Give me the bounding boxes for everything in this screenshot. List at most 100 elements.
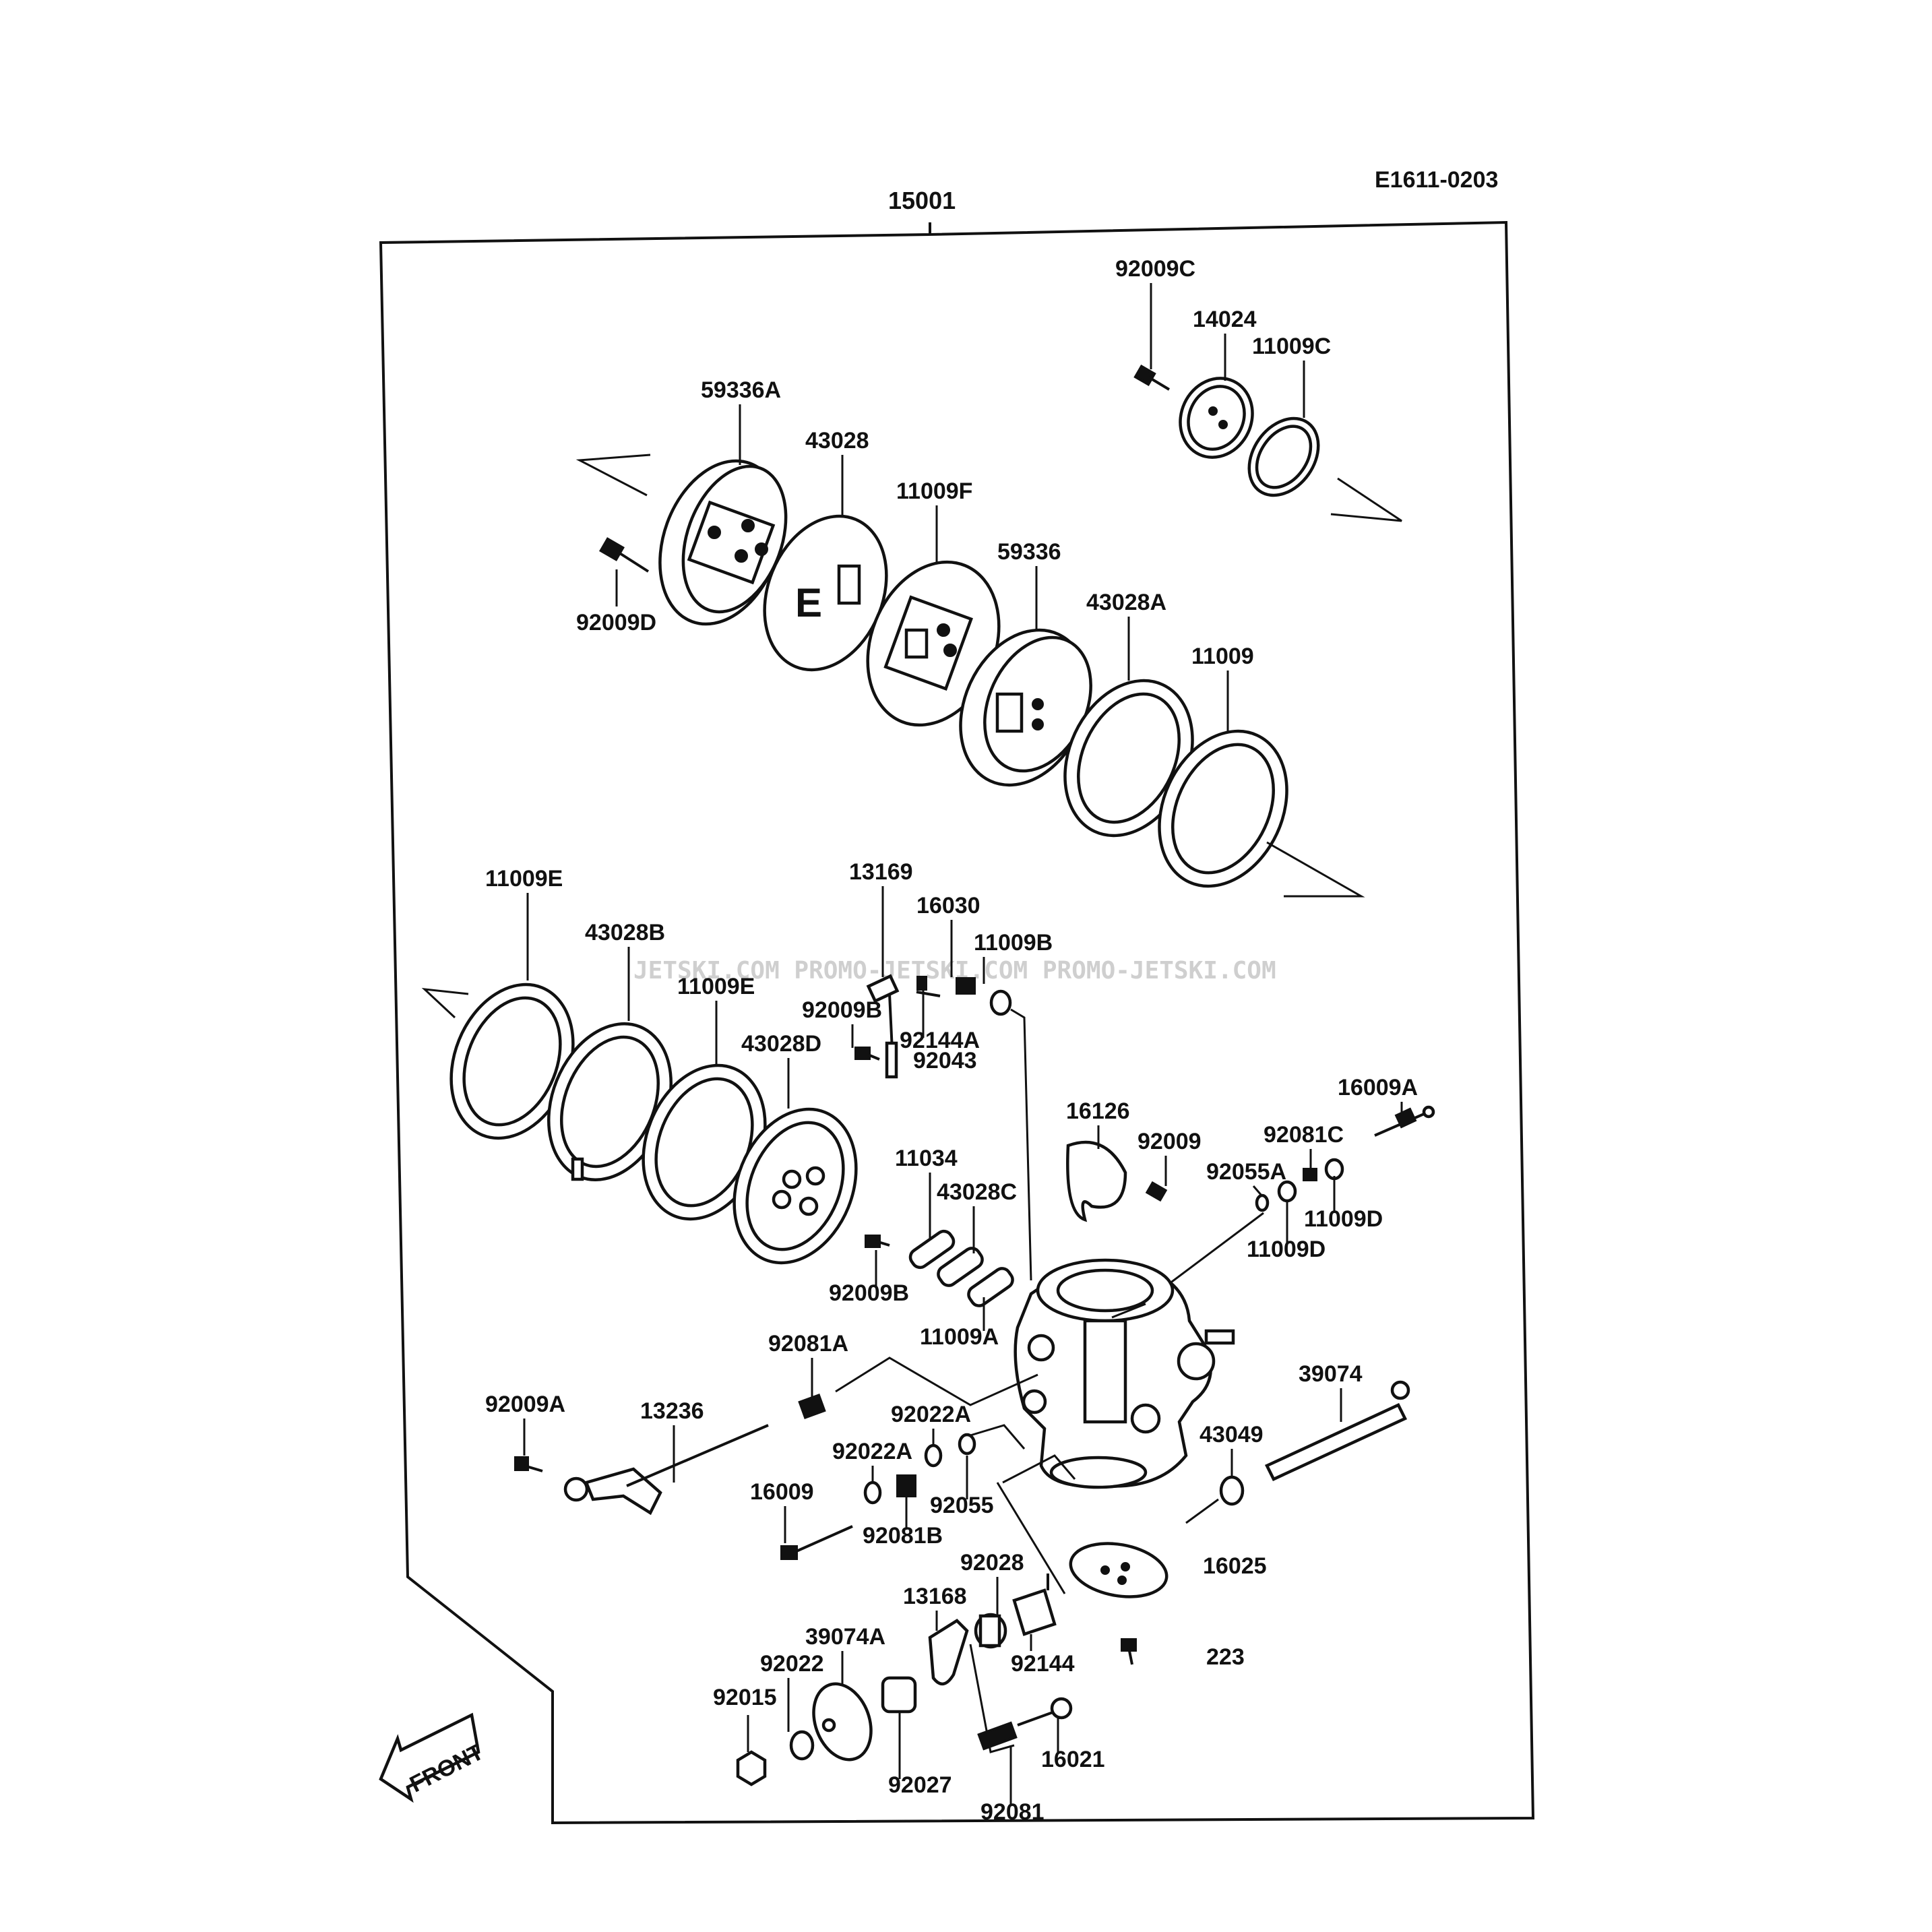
- part-callout-11009c: 11009C: [1252, 334, 1331, 418]
- part-label: 16021: [1041, 1747, 1105, 1772]
- shaft-39074: [1264, 1380, 1410, 1481]
- part-callout-59336: 59336: [997, 539, 1061, 630]
- guide-line: [421, 988, 469, 1019]
- watermark-text: JETSKI.COM PROMO-JETSKI.COM PROMO-JETSKI…: [633, 957, 1276, 985]
- part-callout-92081: 92081: [980, 1745, 1045, 1825]
- spring-92081: [977, 1721, 1018, 1751]
- part-callout-43028c: 43028C: [937, 1179, 1017, 1253]
- leader-line: [1111, 1303, 1146, 1319]
- part-callout-16025: 16025: [1203, 1553, 1267, 1579]
- part-label: 92043: [913, 1048, 977, 1073]
- part-callout-43028: 43028: [805, 428, 869, 516]
- screw-92009d: [599, 537, 650, 573]
- part-callout-59336a: 59336A: [701, 377, 781, 465]
- diaphragm-43028b: [547, 1022, 673, 1181]
- part-callout-92022: 92022: [760, 1651, 824, 1732]
- part-label: 92009A: [485, 1392, 565, 1417]
- part-label: 16025: [1203, 1553, 1267, 1579]
- part-callout-39074: 39074: [1299, 1361, 1363, 1422]
- part-callout-16030: 16030: [916, 893, 980, 977]
- part-callout-43028b: 43028B: [585, 920, 665, 1021]
- part-callout-11009b: 11009B: [974, 930, 1053, 984]
- screw-92009b-top: [854, 1047, 880, 1061]
- cap-14024: [1179, 377, 1254, 459]
- part-label: 92022A: [832, 1439, 912, 1464]
- part-label: 39074: [1299, 1361, 1363, 1387]
- part-callout-92144: 92144: [1011, 1634, 1075, 1677]
- part-callout-13236: 13236: [640, 1398, 704, 1483]
- needle-16009a: [1374, 1105, 1435, 1137]
- gasket-43028c: [937, 1247, 984, 1287]
- part-label: 11034: [895, 1146, 958, 1171]
- part-label: 16126: [1066, 1098, 1130, 1124]
- plate-11034: [908, 1229, 956, 1270]
- part-callout-92081a: 92081A: [768, 1331, 848, 1398]
- part-callout-39074a: 39074A: [805, 1624, 885, 1685]
- part-label: 92009: [1138, 1129, 1202, 1154]
- part-label: 13168: [903, 1584, 967, 1609]
- part-callout-92022a: 92022A: [891, 1402, 971, 1445]
- part-callout-92027: 92027: [888, 1712, 952, 1798]
- part-label: 59336A: [701, 377, 781, 403]
- part-callout-43049: 43049: [1199, 1422, 1264, 1477]
- part-label: 16009A: [1338, 1075, 1418, 1100]
- part-callout-92144a: 92144A: [900, 987, 980, 1053]
- part-label: 92081: [980, 1799, 1045, 1825]
- diaphragm-43028a: [1063, 679, 1194, 838]
- part-label: 92081A: [768, 1331, 848, 1357]
- part-label: 43049: [1199, 1422, 1264, 1447]
- o-ring-11009b: [989, 989, 1012, 1016]
- part-label: 11009B: [974, 930, 1053, 956]
- part-label: 92015: [713, 1685, 777, 1710]
- carburetor-body: [1014, 1258, 1235, 1489]
- part-label: 39074A: [805, 1624, 885, 1650]
- seal-43049: [1219, 1475, 1245, 1506]
- gasket-11009a: [967, 1267, 1014, 1307]
- part-label: 11009D: [1304, 1206, 1383, 1232]
- part-callout-43028a: 43028A: [1086, 590, 1166, 681]
- part-callout-92009c: 92009C: [1115, 256, 1195, 369]
- screw-92009a: [514, 1456, 543, 1472]
- part-label: 13169: [849, 859, 913, 885]
- part-callout-11009e: 11009E: [677, 974, 755, 1065]
- leader-line: [1002, 1454, 1076, 1484]
- washer-92022: [789, 1730, 815, 1761]
- gasket-11009e: [449, 983, 575, 1140]
- part-callout-223: 223: [1206, 1644, 1245, 1670]
- part-callout-92015: 92015: [713, 1685, 777, 1752]
- spring-92081c: [1303, 1168, 1317, 1181]
- part-callout-11009: 11009: [1191, 644, 1254, 731]
- screw-92009: [1145, 1181, 1168, 1202]
- part-callout-16126: 16126: [1066, 1098, 1130, 1149]
- assembly-frame: 15001: [379, 187, 1535, 1825]
- needle-16030: [916, 977, 976, 997]
- washer-92055a: [1255, 1193, 1270, 1212]
- part-callout-43028d: 43028D: [741, 1031, 821, 1109]
- screw-92009b: [865, 1235, 890, 1248]
- part-label: 43028: [805, 428, 869, 454]
- part-label: 11009: [1191, 644, 1254, 669]
- part-callout-92043: 92043: [913, 1048, 977, 1073]
- part-label: 92081B: [863, 1523, 943, 1549]
- pump-body-59336: [959, 628, 1092, 787]
- part-callout-92028: 92028: [960, 1550, 1024, 1616]
- spring-92144a: [916, 976, 927, 991]
- part-callout-16009a: 16009A: [1338, 1075, 1418, 1119]
- leader-line: [969, 1644, 1015, 1753]
- part-callout-92055a: 92055A: [1206, 1159, 1286, 1197]
- part-callout-92009b: 92009B: [829, 1250, 909, 1306]
- part-callout-92081c: 92081C: [1264, 1122, 1344, 1169]
- leader-line: [970, 1424, 1026, 1450]
- spring-92144: [1012, 1573, 1057, 1636]
- leader-line: [996, 1482, 1066, 1594]
- gasket-11009f: [866, 560, 1001, 727]
- screw-223: [1121, 1638, 1137, 1665]
- part-label: 11009A: [920, 1324, 999, 1350]
- part-label: 92009D: [576, 610, 656, 635]
- diagram-code: E1611-0203: [1375, 167, 1498, 193]
- o-ring-11009c: [1247, 416, 1320, 497]
- washer-92055: [958, 1433, 976, 1456]
- front-arrow: FRONT: [379, 1712, 488, 1803]
